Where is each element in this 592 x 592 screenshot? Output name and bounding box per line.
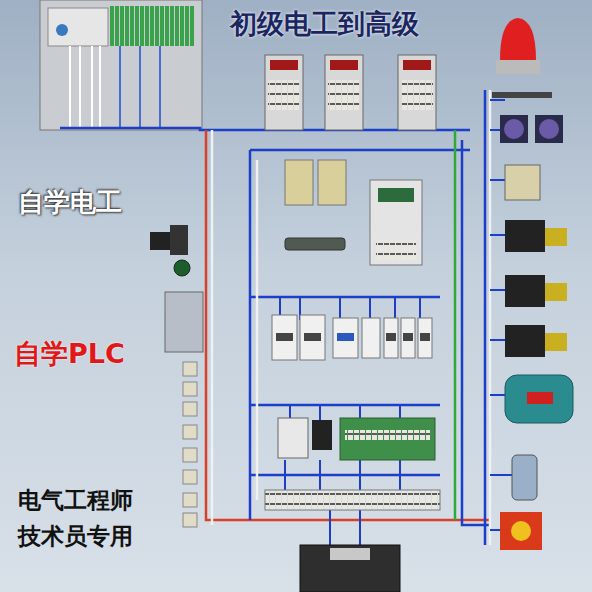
power-supply: [285, 160, 313, 205]
push-button: [174, 260, 190, 276]
fan: [500, 115, 528, 143]
brake-resistor: [285, 238, 345, 250]
overlay-label: 自学电工: [18, 188, 122, 218]
rotary-switch: [500, 512, 542, 550]
servo-drives: [265, 55, 436, 130]
circuit-breakers: [272, 315, 432, 360]
overlay-label: 技术员专用: [18, 523, 133, 549]
overlay-label: 电气工程师: [18, 487, 133, 513]
transformer: [300, 545, 400, 592]
servo-motors: [505, 220, 567, 357]
oil-pump: [505, 165, 540, 200]
small-motor: [512, 455, 537, 500]
ac-motor: [505, 375, 573, 423]
terminal-strip: [265, 490, 440, 510]
heading: 初级电工到高级: [230, 8, 419, 39]
relay-column: [183, 362, 197, 527]
motor-starter: [165, 292, 203, 352]
contactor: [278, 418, 308, 458]
plc-rack: [40, 0, 202, 130]
relay: [312, 420, 332, 450]
fan: [535, 115, 563, 143]
power-supply: [318, 160, 346, 205]
beacon: [500, 18, 536, 60]
relay-module: [340, 418, 435, 460]
overlay-label: 自学PLC: [14, 338, 125, 369]
inverter: [370, 180, 422, 265]
